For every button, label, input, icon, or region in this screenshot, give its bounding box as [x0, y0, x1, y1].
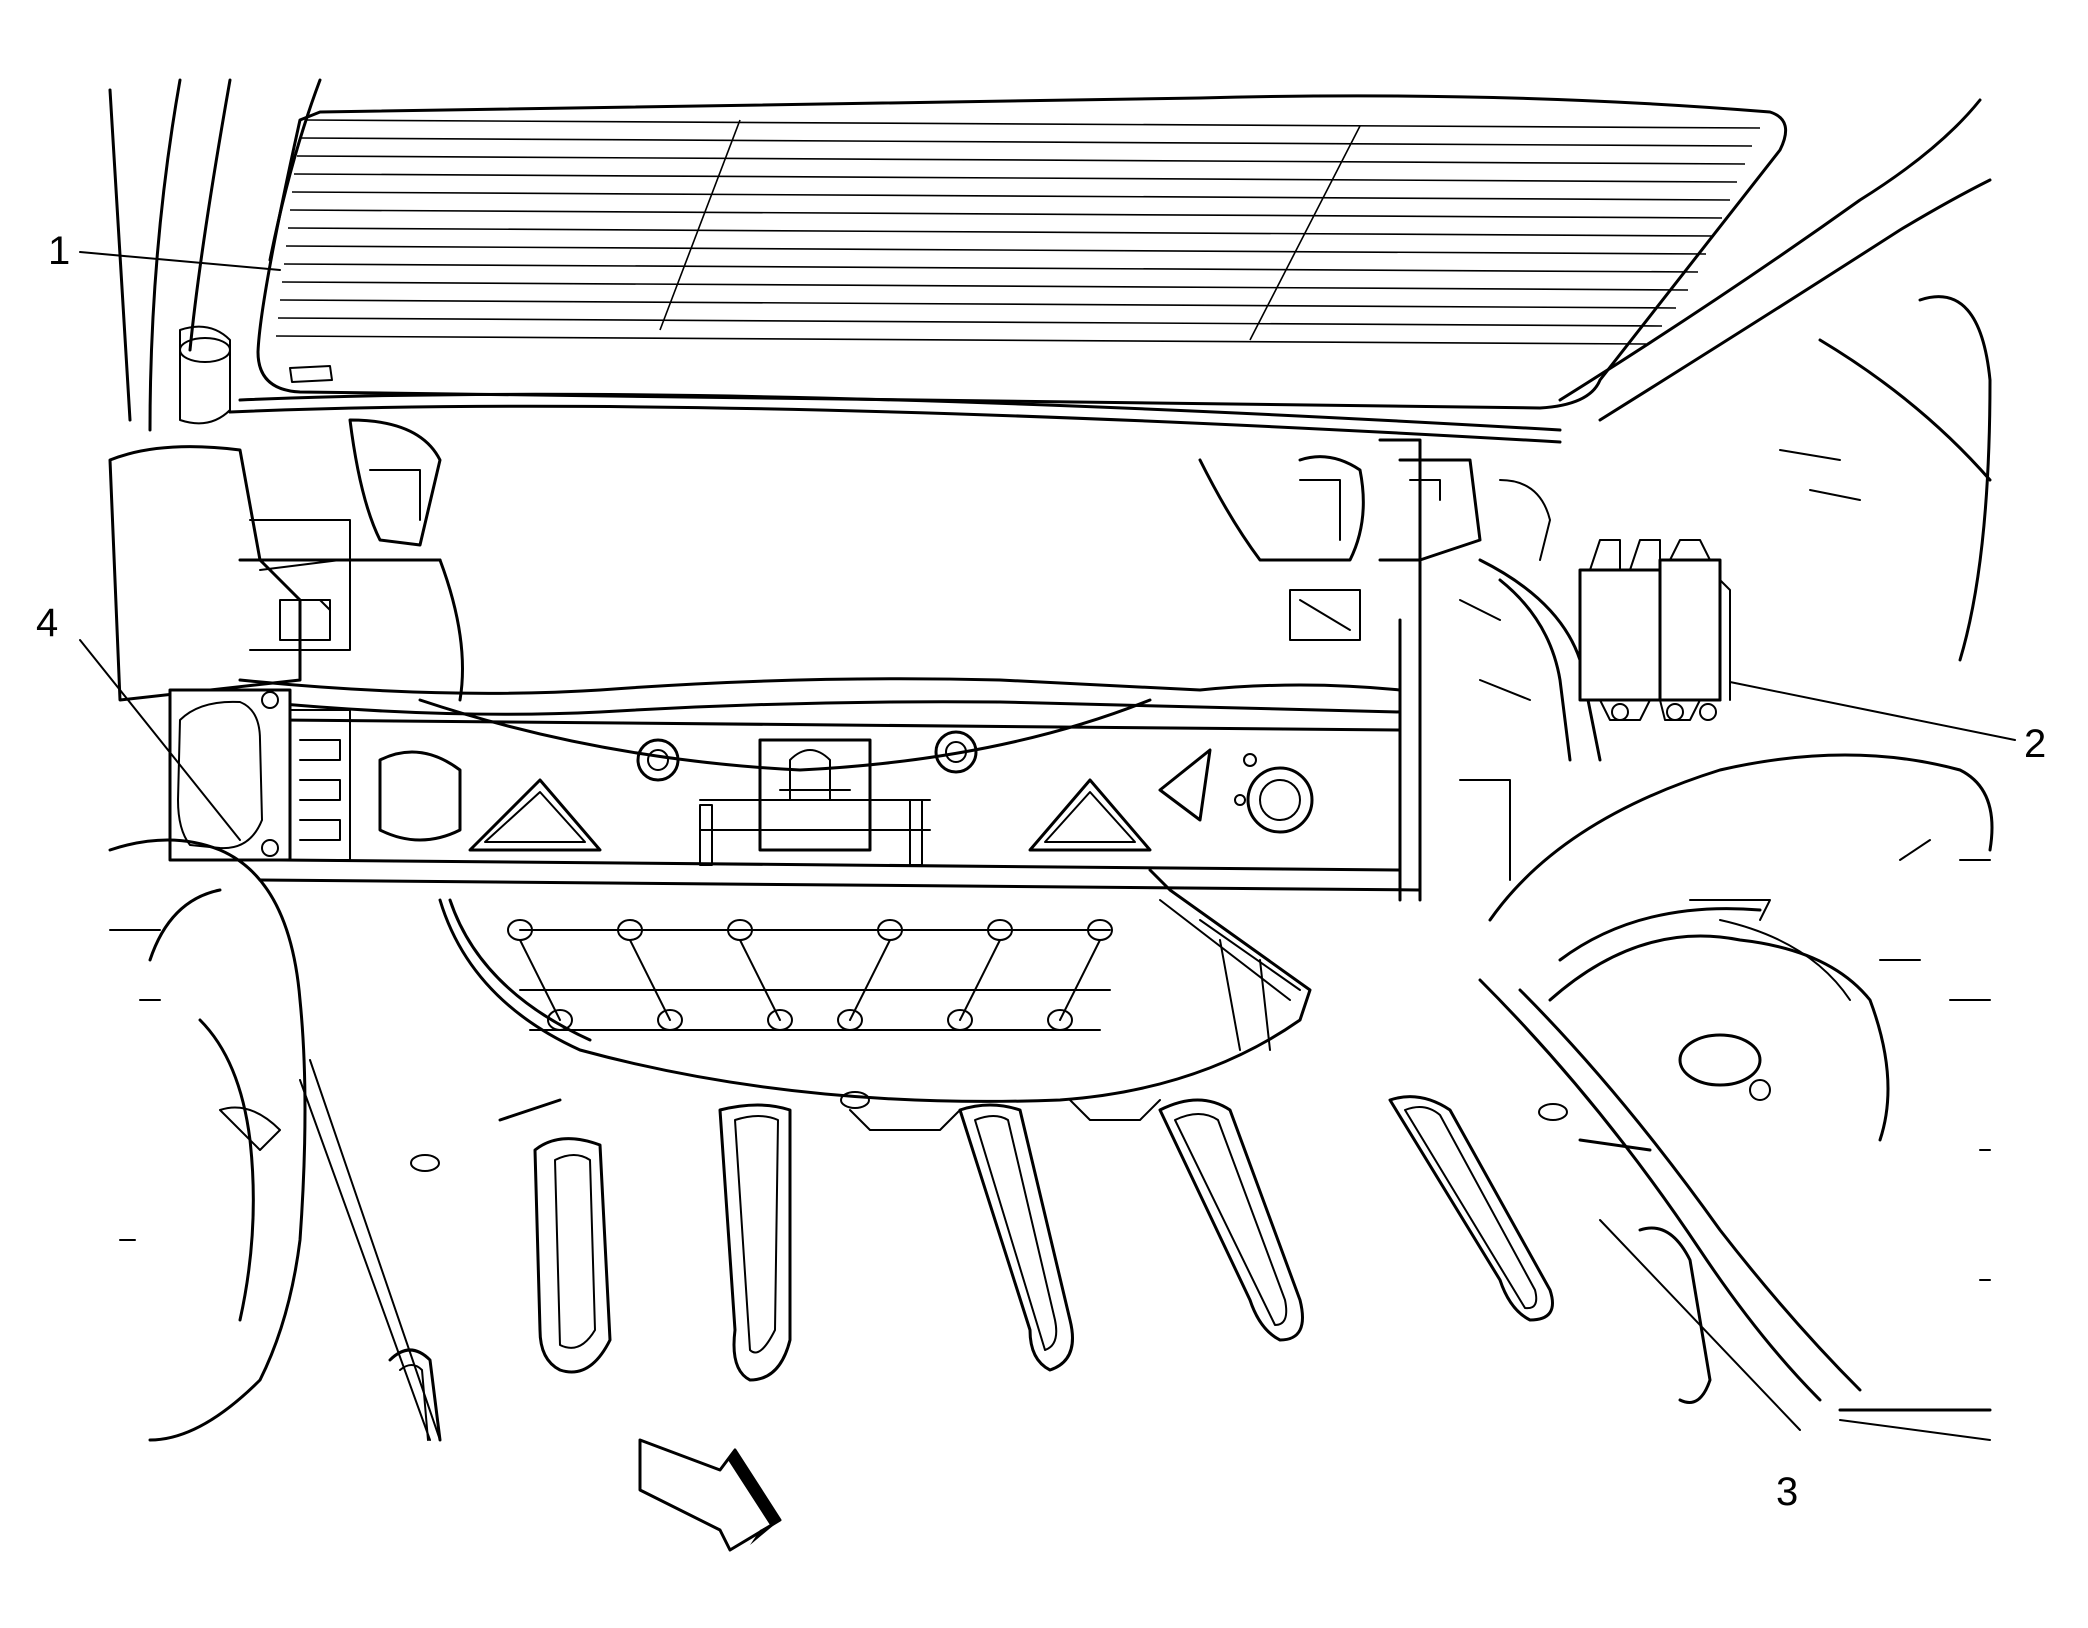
right-wheelhouse [1478, 753, 1994, 1441]
callout-4: 4 [36, 601, 58, 645]
rear-crossmember [438, 868, 1312, 1103]
left-wheelhouse [108, 838, 441, 1442]
callout-2: 2 [2024, 722, 2046, 766]
callout-leaders [79, 251, 2016, 1431]
left-body-structure [108, 78, 464, 702]
module-item-2 [1578, 539, 1731, 721]
rear-window [228, 94, 1788, 444]
rear-shelf-panel [238, 677, 1422, 892]
module-item-4 [168, 688, 351, 862]
trunk-floor [388, 1091, 1712, 1442]
callout-3: 3 [1776, 1470, 1798, 1514]
direction-arrow-icon [638, 1438, 782, 1552]
right-body-structure [1198, 98, 1992, 902]
callout-1: 1 [48, 229, 70, 273]
